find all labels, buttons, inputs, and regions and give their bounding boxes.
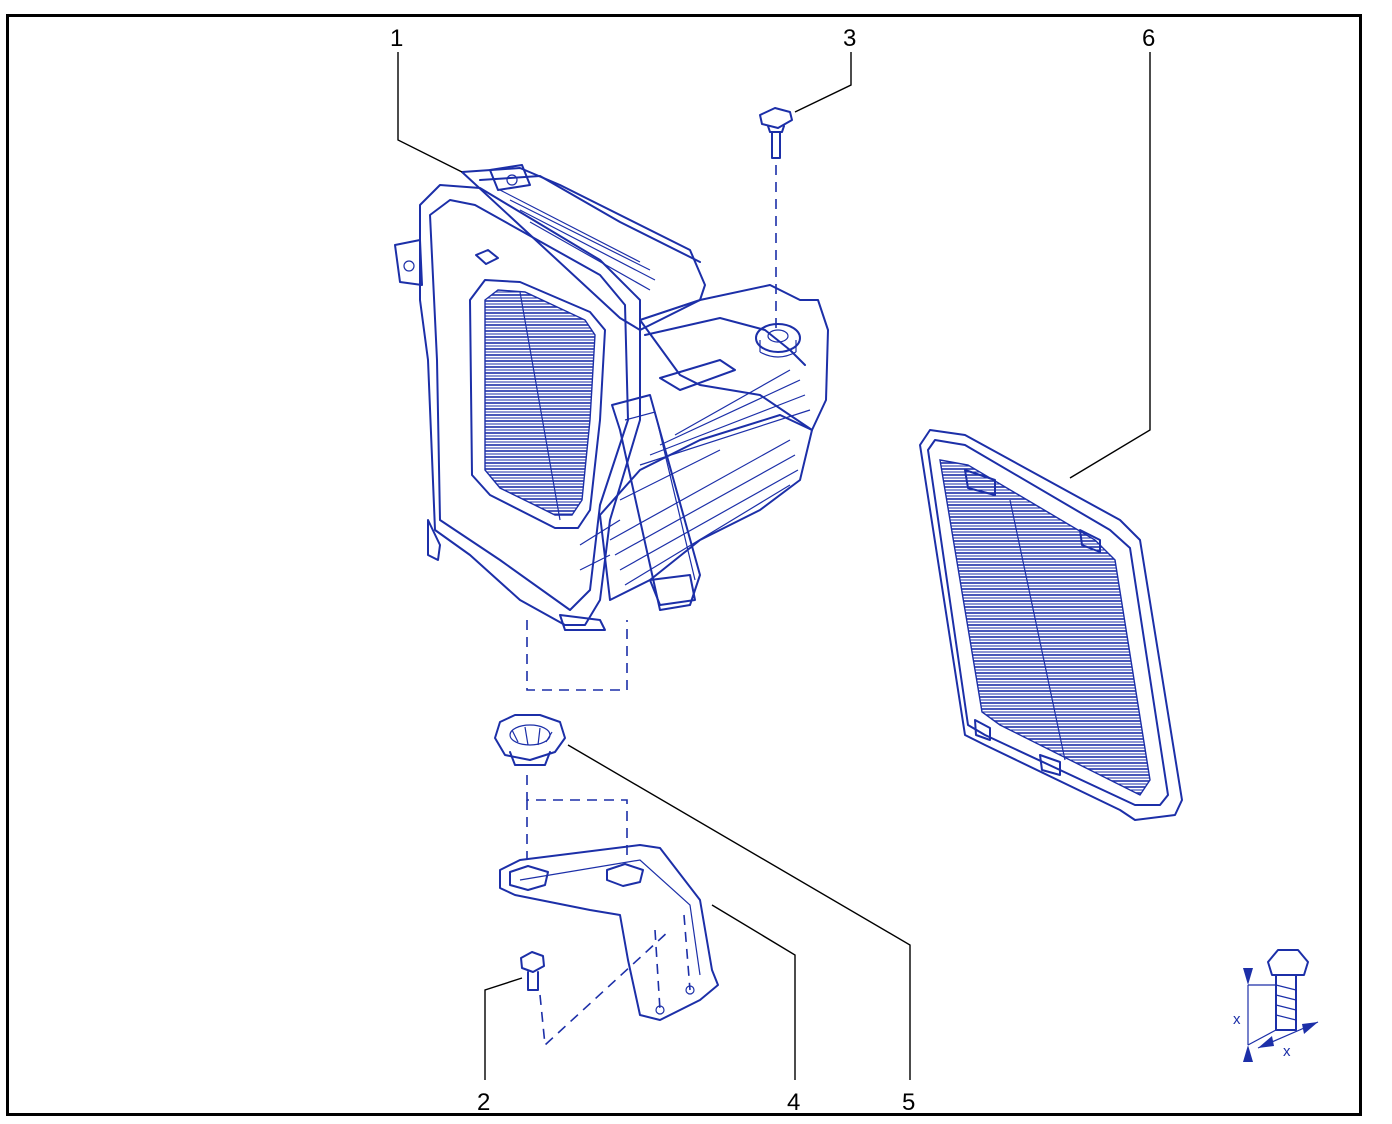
callout-2: 2 bbox=[477, 1089, 490, 1116]
callout-5: 5 bbox=[902, 1089, 915, 1116]
dimension-label-diameter: x bbox=[1283, 1043, 1291, 1060]
callout-3: 3 bbox=[843, 25, 856, 52]
air-filter-housing bbox=[394, 164, 829, 631]
bolt-dimension-symbol: x x bbox=[1233, 949, 1319, 1062]
callout-1: 1 bbox=[390, 25, 403, 52]
callout-numbers: 1 3 6 2 4 5 bbox=[390, 25, 1155, 1116]
leader-1 bbox=[397, 52, 463, 173]
leader-2 bbox=[484, 977, 523, 1080]
bolt-top bbox=[759, 107, 793, 330]
leader-5 bbox=[567, 744, 911, 1080]
mounting-bracket bbox=[499, 844, 719, 1021]
grommet bbox=[494, 620, 628, 860]
bolt-bottom bbox=[520, 929, 671, 1047]
leader-lines bbox=[397, 52, 1151, 1080]
air-filter-element bbox=[919, 429, 1183, 821]
diagram-frame bbox=[6, 14, 1362, 1116]
leader-4 bbox=[711, 904, 796, 1080]
dimension-label-length: x bbox=[1233, 1011, 1241, 1028]
leader-3 bbox=[794, 52, 852, 113]
callout-6: 6 bbox=[1142, 25, 1155, 52]
callout-4: 4 bbox=[787, 1089, 800, 1116]
leader-6 bbox=[1069, 52, 1151, 479]
